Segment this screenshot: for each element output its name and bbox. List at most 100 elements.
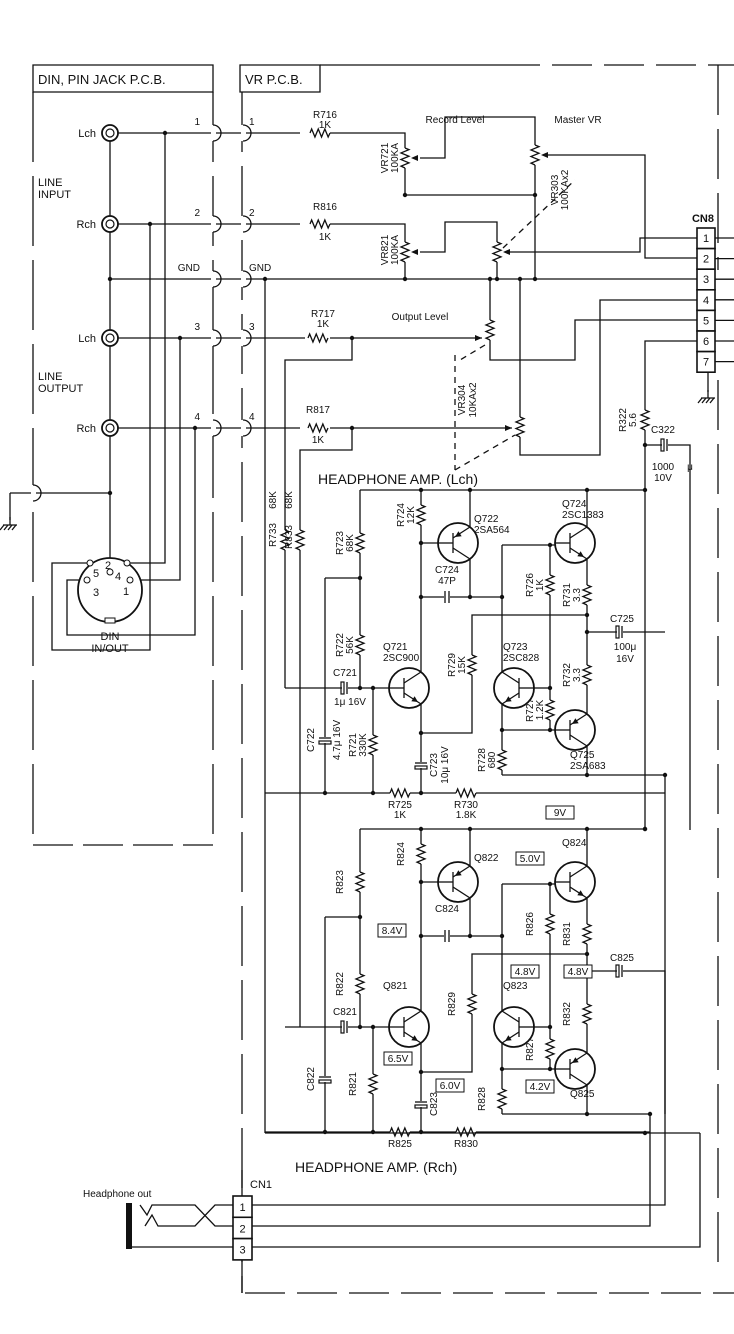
junction-dot bbox=[177, 335, 183, 341]
capacitor-voltage: 16V bbox=[616, 654, 634, 665]
wire-gap bbox=[444, 590, 450, 604]
capacitor-name: C823 bbox=[429, 1092, 440, 1116]
capacitor-rch-c2 bbox=[615, 964, 620, 978]
din-pin-number: 4 bbox=[115, 571, 121, 583]
r833-resistor bbox=[294, 529, 306, 551]
resistor-name: R722 bbox=[335, 633, 346, 657]
rca-jack-icon bbox=[105, 128, 115, 138]
junction-dot bbox=[662, 772, 668, 778]
vr304-value: 10KAx2 bbox=[468, 382, 479, 417]
wire-gap bbox=[241, 330, 246, 346]
resistor-value: 1K bbox=[535, 579, 546, 592]
junction-dot bbox=[499, 933, 505, 939]
capacitor-name: C821 bbox=[333, 1007, 357, 1018]
r833-name: R833 bbox=[284, 525, 295, 549]
junction-dot bbox=[418, 540, 424, 546]
vr721-name: VR721 bbox=[380, 142, 391, 173]
voltage-tag-box bbox=[525, 1079, 555, 1094]
vr721-pot bbox=[399, 147, 411, 169]
ground-icon bbox=[701, 397, 707, 404]
capacitor-lch-c2 bbox=[615, 625, 620, 639]
line-input-label: INPUT bbox=[38, 189, 71, 201]
amp-wire bbox=[587, 970, 666, 1114]
wire-gap bbox=[241, 125, 246, 141]
vr721-wire bbox=[330, 132, 535, 196]
lch-output-wire bbox=[252, 775, 666, 1206]
capacitor-lch-c3 bbox=[340, 681, 345, 695]
rch-output-wire bbox=[252, 1114, 651, 1227]
c322-value: 1000 bbox=[652, 462, 675, 473]
rca-jack-icon bbox=[105, 219, 115, 229]
ground-icon bbox=[705, 397, 711, 404]
transistor-rch-q3-arrow-icon bbox=[411, 1035, 418, 1041]
voltage-tag: 4.8V bbox=[568, 967, 589, 978]
r716-name: R716 bbox=[313, 110, 337, 121]
resistor-lch-r6 bbox=[466, 654, 478, 676]
ground-icon bbox=[3, 517, 17, 526]
din-key bbox=[104, 617, 116, 624]
junction-dot bbox=[357, 914, 363, 920]
resistor-name: R826 bbox=[525, 912, 536, 936]
vr-pcb-header-box bbox=[239, 64, 321, 93]
wiper-arrow-icon bbox=[505, 425, 512, 431]
ground-icon bbox=[709, 397, 715, 404]
record-level-label: Record Level bbox=[426, 115, 485, 126]
wiper-arrow-icon bbox=[503, 249, 510, 255]
ground-output-wire bbox=[252, 1132, 701, 1248]
signal-wire bbox=[118, 132, 305, 429]
capacitor-name: C725 bbox=[610, 614, 634, 625]
resistor-name: R821 bbox=[348, 1072, 359, 1096]
resistor-name: R721 bbox=[348, 733, 359, 757]
junction-dot bbox=[547, 542, 553, 548]
capacitor-value: 4.7μ 16V bbox=[332, 720, 343, 761]
junction-dot bbox=[547, 685, 553, 691]
resistor-name: R829 bbox=[447, 992, 458, 1016]
resistor-value: 1.8K bbox=[456, 810, 477, 821]
cn8-pin-number: 2 bbox=[703, 254, 709, 266]
resistor-name: R824 bbox=[396, 842, 407, 866]
voltage-tag: 6.5V bbox=[388, 1054, 409, 1065]
junction-dot bbox=[418, 594, 424, 600]
gang-link bbox=[502, 179, 576, 249]
din-pin4-wire bbox=[127, 133, 166, 564]
r322-value: 5.6 bbox=[628, 413, 639, 427]
r717-value: 1K bbox=[317, 319, 330, 330]
junction-dot bbox=[192, 425, 198, 431]
supply-wire bbox=[644, 340, 697, 829]
c322-wire bbox=[645, 444, 691, 830]
junction-dot bbox=[499, 1066, 505, 1072]
vr303-value: 100KAx2 bbox=[560, 169, 571, 210]
resistor-lch-r5 bbox=[354, 634, 366, 656]
headphone-amp-lch-title: HEADPHONE AMP. (Lch) bbox=[318, 471, 478, 487]
resistor-lch-r12 bbox=[455, 787, 477, 799]
capacitor-name: C723 bbox=[429, 753, 440, 777]
resistor-value: 56K bbox=[345, 636, 356, 654]
junction-dot bbox=[584, 826, 590, 832]
board-crossing bbox=[242, 270, 252, 288]
ground-icon bbox=[0, 524, 5, 531]
junction-dot bbox=[370, 790, 376, 796]
transistor-name: Q721 bbox=[383, 642, 408, 653]
capacitor-lch-c4 bbox=[318, 740, 332, 745]
junction-dot bbox=[370, 1024, 376, 1030]
resistor-rch-r6 bbox=[466, 993, 478, 1015]
transistor-lch-q1-arrow-icon bbox=[455, 531, 462, 537]
junction-dot bbox=[357, 685, 363, 691]
junction-dot bbox=[418, 933, 424, 939]
cn1-pin-cell bbox=[232, 1237, 253, 1261]
din-pin5-wire bbox=[51, 224, 151, 651]
transistor-rch-q4-arrow-icon bbox=[505, 1035, 512, 1041]
board-crossing bbox=[242, 329, 252, 347]
r322-name: R322 bbox=[618, 408, 629, 432]
wire-gap bbox=[211, 330, 216, 346]
wire-gap bbox=[241, 216, 246, 232]
transistor-name: Q825 bbox=[570, 1089, 595, 1100]
resistor-lch-r7 bbox=[544, 699, 556, 721]
wiper-arrow-icon bbox=[411, 155, 418, 161]
transistor-rch-q1-collector bbox=[452, 886, 471, 899]
r816-resistor bbox=[309, 218, 331, 230]
capacitor-rch-c4 bbox=[318, 1079, 332, 1084]
junction-dot bbox=[418, 790, 424, 796]
vr303-wire bbox=[420, 116, 536, 279]
ground-icon bbox=[11, 524, 17, 531]
